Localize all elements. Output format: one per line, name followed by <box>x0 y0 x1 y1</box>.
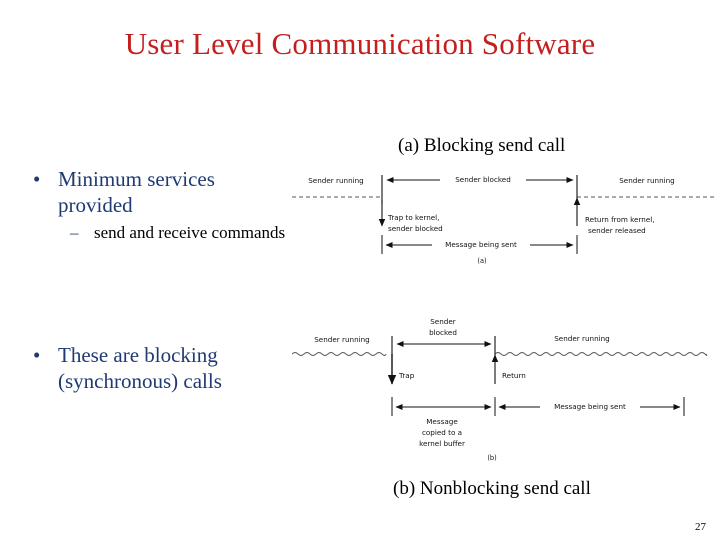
bullet-list-primary: • Minimum services provided – send and r… <box>24 166 292 244</box>
label-trap-line1: Trap to kernel, <box>387 213 439 222</box>
bullet-list-secondary: • These are blocking (synchronous) calls <box>24 342 294 398</box>
label-return: Return <box>502 371 526 380</box>
label-message-being-sent: Message being sent <box>554 402 626 411</box>
bullet-text: These are blocking (synchronous) calls <box>58 343 222 393</box>
dash-marker-icon: – <box>70 223 79 242</box>
subbullet-text: send and receive commands <box>94 223 286 242</box>
figure-caption-b: (b) Nonblocking send call <box>393 478 591 499</box>
label-backdrop <box>440 174 526 185</box>
label-backdrop <box>540 401 640 412</box>
label-sender-blocked-line2: blocked <box>429 328 457 337</box>
diagram-blocking-send: Sender blocked Sender running Sender run… <box>292 164 716 274</box>
label-trap: Trap <box>398 371 415 380</box>
label-copy-line2: copied to a <box>422 428 462 437</box>
timeline-wavy-right <box>494 352 708 356</box>
bullet-text: Minimum services provided <box>58 167 215 217</box>
diagram-nonblocking-send: Sender blocked Sender running Sender run… <box>292 312 716 472</box>
label-trap-line2: sender blocked <box>388 224 443 233</box>
figure-caption-a: (a) Blocking send call <box>398 135 566 156</box>
page-title: User Level Communication Software <box>124 26 596 61</box>
label-sender-running-left: Sender running <box>308 176 364 185</box>
label-return-line2: sender released <box>588 226 646 235</box>
label-message-being-sent: Message being sent <box>445 240 517 249</box>
figure-sublabel-a: (a) <box>477 257 486 265</box>
label-sender-running-left: Sender running <box>314 335 370 344</box>
label-copy-line1: Message <box>426 417 458 426</box>
bullet-marker-icon: • <box>33 343 41 367</box>
label-copy-line3: kernel buffer <box>419 439 465 448</box>
timeline-wavy-left <box>292 352 387 356</box>
bullet-item-minimum-services: • Minimum services provided <box>24 166 292 218</box>
bullet-item-blocking-calls: • These are blocking (synchronous) calls <box>24 342 294 394</box>
page-number: 27 <box>695 521 706 533</box>
subbullet-item-send-receive: – send and receive commands <box>24 222 292 244</box>
label-backdrop <box>432 239 530 250</box>
label-sender-blocked-line1: Sender <box>430 317 456 326</box>
label-sender-running-right: Sender running <box>619 176 675 185</box>
label-return-line1: Return from kernel, <box>585 215 655 224</box>
bullet-marker-icon: • <box>33 167 41 191</box>
label-sender-blocked: Sender blocked <box>455 175 511 184</box>
figure-sublabel-b: (b) <box>487 454 496 462</box>
label-sender-running-right: Sender running <box>554 334 610 343</box>
